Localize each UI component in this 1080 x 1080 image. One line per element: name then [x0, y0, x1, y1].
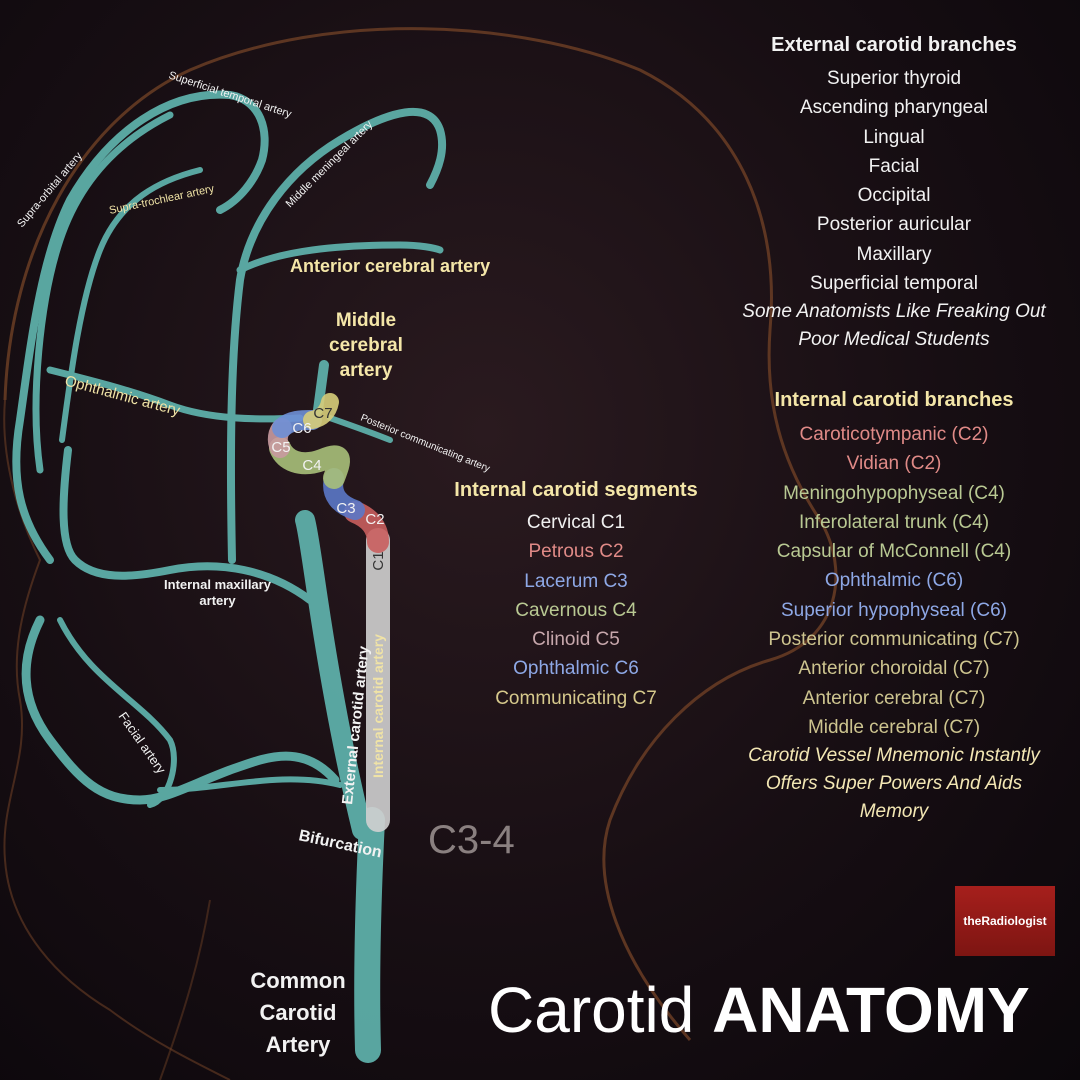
segment-marker-c6: C6: [292, 420, 311, 437]
middle-meningeal-vessel: [226, 107, 447, 564]
list-item: Communicating C7: [495, 687, 657, 709]
facial-label: Facial artery: [116, 709, 170, 777]
list-item: Ophthalmic (C6): [824, 570, 964, 592]
internal-maxillary-vessel: [59, 446, 314, 604]
external-branches-list: Superior thyroid Ascending pharyngeal Li…: [720, 64, 1068, 354]
anterior-cerebral-branch-vessel: [236, 241, 444, 274]
list-item: Anterior cerebral (C7): [802, 687, 986, 709]
mnemonic-line: Carotid Vessel Mnemonic Instantly: [748, 745, 1040, 767]
supra-trochlear-label: Supra-trochlear artery: [108, 183, 216, 217]
posterior-communicating-label: Posterior communicating artery: [359, 413, 491, 475]
posterior-communicating-vessel: [327, 415, 393, 443]
neck-outline: [159, 899, 211, 1080]
mnemonic-line: Poor Medical Students: [798, 329, 990, 351]
list-item: Meningohypophyseal (C4): [783, 482, 1005, 504]
logo-text: theRadiologist: [963, 914, 1047, 928]
page-title: Carotid ANATOMY: [488, 972, 1030, 1048]
the-radiologist-logo: theRadiologist: [955, 886, 1055, 956]
segment-marker-c5: C5: [271, 439, 290, 456]
list-item: Lingual: [863, 126, 925, 148]
list-item: Ascending pharyngeal: [799, 97, 989, 119]
list-item: Ophthalmic C6: [513, 658, 639, 680]
bifurcation-level-label: C3-4: [428, 818, 515, 862]
internal-branches-heading: Internal carotid branches: [774, 389, 1014, 411]
list-item: Middle cerebral (C7): [807, 716, 981, 738]
list-item: Superior hypophyseal (C6): [780, 599, 1007, 621]
middle-cerebral-vessel: [313, 360, 329, 415]
internal-maxillary-label: Internal maxillary artery: [164, 577, 271, 608]
list-item: Cervical C1: [526, 512, 626, 533]
external-carotid-vessel: [295, 510, 372, 840]
list-item: Petrous C2: [528, 541, 624, 563]
list-item: Posterior communicating (C7): [768, 629, 1020, 651]
anterior-cerebral-label: Anterior cerebral artery: [290, 256, 491, 276]
list-item: Anterior choroidal (C7): [798, 658, 990, 680]
middle-cerebral-label: Middle cerebral artery: [329, 310, 403, 381]
title-bold: ANATOMY: [712, 974, 1030, 1046]
segment-marker-c7: C7: [313, 405, 332, 422]
list-item: Vidian (C2): [846, 453, 942, 475]
list-item: Superior thyroid: [826, 68, 962, 89]
internal-branches-list: Caroticotympanic (C2) Vidian (C2) Mening…: [720, 420, 1068, 826]
list-item: Clinoid C5: [532, 629, 620, 651]
common-carotid-label: Common Carotid Artery: [250, 968, 346, 1057]
list-item: Facial: [868, 155, 920, 177]
common-carotid-vessel: [354, 807, 385, 1063]
segment-marker-c3: C3: [336, 500, 355, 517]
segment-c7-vessel: [303, 393, 339, 429]
facial-branch-vessel: [157, 776, 343, 793]
list-item: Cavernous C4: [515, 599, 637, 621]
segment-c4-vessel: [269, 437, 350, 489]
segment-marker-c1: C1: [370, 551, 387, 570]
list-item: Lacerum C3: [524, 570, 628, 592]
list-item: Occipital: [857, 185, 931, 207]
segment-marker-c2: C2: [365, 511, 384, 528]
head-silhouette-outline: [3, 27, 838, 1041]
supra-orbital-vessel: [32, 111, 174, 474]
internal-carotid-label: Internal carotid artery: [370, 634, 386, 778]
mnemonic-line: Offers Super Powers And Aids: [765, 773, 1023, 795]
list-item: Capsular of McConnell (C4): [776, 541, 1012, 563]
list-item: Posterior auricular: [816, 214, 972, 236]
middle-meningeal-label: Middle meningeal artery: [284, 118, 376, 210]
list-item: Maxillary: [856, 243, 932, 265]
superficial-temporal-vessel: [12, 90, 269, 564]
supra-trochlear-vessel: [59, 167, 203, 443]
external-branches-heading: External carotid branches: [771, 34, 1017, 56]
facial-artery-vessel: [21, 615, 340, 805]
title-light: Carotid: [488, 974, 695, 1046]
list-item: Caroticotympanic (C2): [799, 424, 989, 445]
mnemonic-line: Memory: [859, 801, 929, 823]
internal-segments-heading: Internal carotid segments: [454, 479, 698, 501]
facial-loop-vessel: [57, 617, 177, 808]
ophthalmic-vessel: [46, 366, 304, 423]
mnemonic-line: Some Anatomists Like Freaking Out: [742, 301, 1046, 323]
internal-segments-list: Cervical C1 Petrous C2 Lacerum C3 Cavern…: [420, 508, 732, 713]
segment-marker-c4: C4: [302, 457, 321, 474]
list-item: Superficial temporal: [810, 273, 978, 295]
list-item: Inferolateral trunk (C4): [798, 511, 990, 533]
face-profile-outline: [3, 399, 231, 1080]
ophthalmic-label: Ophthalmic artery: [63, 372, 182, 419]
